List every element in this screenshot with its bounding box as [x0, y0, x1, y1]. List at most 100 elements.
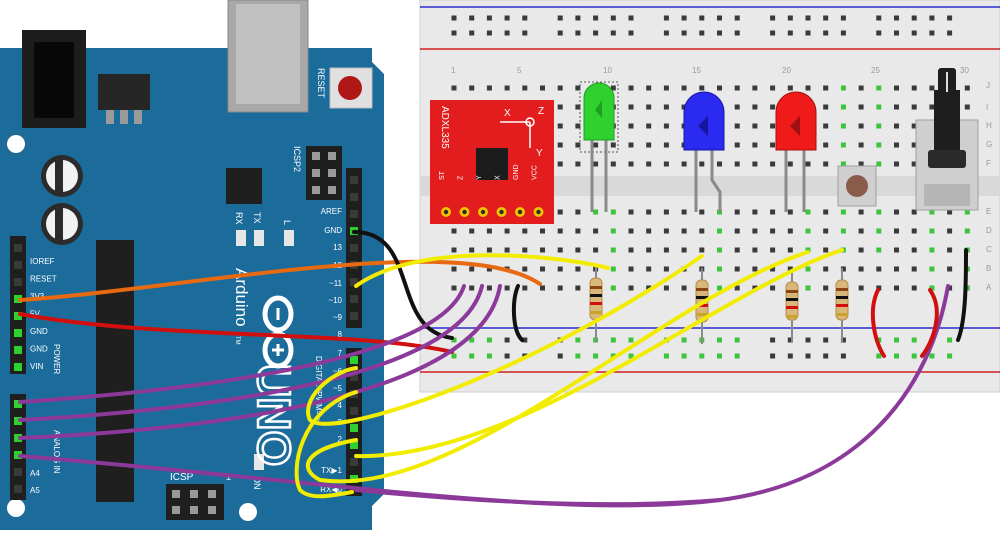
- breadboard-hole: [593, 142, 599, 148]
- breadboard-hole: [699, 85, 705, 91]
- rail-hole: [805, 30, 811, 36]
- breadboard-hole: [876, 85, 882, 91]
- rail-hole: [504, 337, 510, 343]
- breadboard-hole: [947, 228, 953, 234]
- breadboard-hole: [469, 85, 475, 91]
- row-letter-a: A: [986, 283, 992, 292]
- breadboard-hole: [770, 161, 776, 167]
- breadboard-hole: [894, 266, 899, 272]
- breadboard-hole: [929, 85, 935, 91]
- rail-hole: [575, 337, 581, 343]
- rail-hole: [717, 353, 722, 359]
- tx-label: TX: [252, 212, 262, 224]
- breadboard-hole: [823, 161, 829, 167]
- breadboard-hole: [770, 266, 776, 272]
- breadboard-hole: [894, 285, 899, 291]
- breadboard-hole: [610, 228, 616, 234]
- rail-hole: [575, 15, 581, 21]
- rail-hole: [947, 337, 953, 343]
- breadboard-hole: [540, 228, 545, 234]
- breadboard-hole: [752, 209, 758, 215]
- row-letter-b: B: [986, 264, 991, 273]
- breadboard-hole: [787, 209, 793, 215]
- breadboard-hole: [575, 85, 581, 91]
- resistor: [785, 270, 799, 342]
- breadboard-hole: [876, 266, 882, 272]
- breadboard-hole: [486, 285, 492, 291]
- rail-hole: [717, 15, 722, 21]
- breadboard-hole: [646, 85, 652, 91]
- breadboard-hole: [504, 228, 510, 234]
- mount-hole-right-bottom: [239, 503, 257, 521]
- digital-pin-label: 8: [338, 330, 343, 339]
- rail-hole: [699, 30, 705, 36]
- breadboard-hole: [770, 104, 776, 110]
- l-led: [284, 230, 294, 246]
- breadboard-hole: [911, 161, 917, 167]
- breadboard-hole: [504, 247, 510, 253]
- on-led: [254, 454, 264, 470]
- breadboard-hole: [557, 228, 563, 234]
- breadboard-hole: [681, 228, 687, 234]
- breadboard-hole: [876, 104, 882, 110]
- breadboard-hole: [770, 142, 776, 148]
- arduino-brand: Arduino: [232, 268, 251, 327]
- rail-hole: [894, 30, 899, 36]
- breadboard-hole: [628, 266, 634, 272]
- digital-pin: [350, 176, 358, 184]
- rail-hole: [911, 15, 917, 21]
- breadboard-hole: [894, 142, 899, 148]
- header-pin: [14, 295, 22, 303]
- mount-hole-left-top: [7, 135, 25, 153]
- breadboard-hole: [787, 266, 793, 272]
- breadboard-hole: [717, 285, 722, 291]
- rail-hole: [734, 353, 740, 359]
- rail-hole: [522, 30, 528, 36]
- power-header: [10, 236, 26, 374]
- breadboard-hole: [486, 266, 492, 272]
- capacitor-1-mark: [55, 160, 63, 192]
- breadboard-hole: [717, 266, 722, 272]
- reset-button-cap[interactable]: [338, 76, 362, 100]
- row-letter-d: D: [986, 226, 992, 235]
- breadboard-hole: [947, 209, 953, 215]
- breadboard-hole: [805, 228, 811, 234]
- rail-hole: [681, 30, 687, 36]
- resistors: [589, 266, 849, 344]
- digital-pin-label: ~6: [333, 367, 343, 376]
- regulator-leg: [120, 110, 128, 124]
- breadboard-hole: [876, 123, 882, 129]
- breadboard-hole: [557, 142, 563, 148]
- wires: [18, 230, 968, 508]
- breadboard-hole: [858, 85, 864, 91]
- rail-hole: [823, 15, 829, 21]
- breadboard-hole: [823, 85, 829, 91]
- breadboard-hole: [557, 209, 563, 215]
- breadboard-hole: [858, 266, 864, 272]
- rail-hole: [894, 353, 899, 359]
- breadboard-hole: [858, 285, 864, 291]
- col-number-5: 5: [517, 66, 522, 75]
- digital-pin-label: AREF: [321, 207, 342, 216]
- breadboard-hole: [610, 161, 616, 167]
- breadboard-hole: [876, 161, 882, 167]
- wire-purple-d0: [354, 488, 722, 507]
- rail-hole: [947, 30, 953, 36]
- breadboard-hole: [947, 266, 953, 272]
- breadboard-hole: [540, 247, 545, 253]
- rail-hole: [610, 30, 616, 36]
- breadboard-hole: [575, 161, 581, 167]
- rail-hole: [876, 353, 882, 359]
- header-pin: [14, 485, 22, 493]
- breadboard-hole: [805, 85, 811, 91]
- l-label: L: [282, 220, 292, 225]
- usb-controller-chip: [226, 168, 262, 204]
- breadboard-hole: [929, 266, 935, 272]
- header-pin: [14, 468, 22, 476]
- breadboard-hole: [646, 285, 652, 291]
- breadboard-hole: [734, 209, 740, 215]
- breadboard-hole: [646, 104, 652, 110]
- breadboard-hole: [805, 285, 811, 291]
